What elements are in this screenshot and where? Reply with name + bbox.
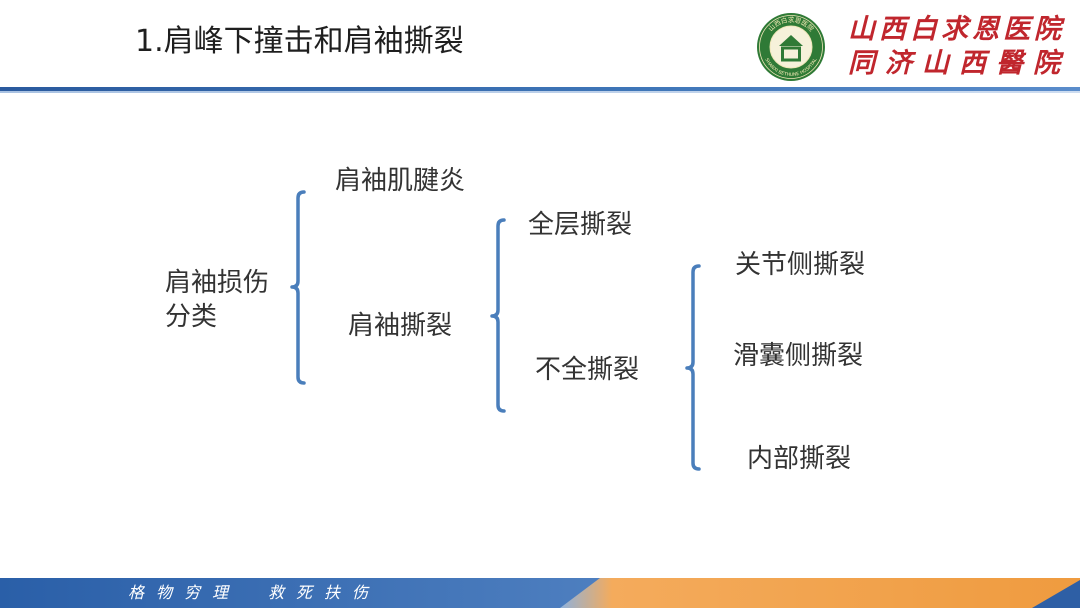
header-divider-shadow — [0, 91, 1080, 93]
footer-motto-2: 救死扶伤 — [268, 583, 381, 602]
bracket-level-3 — [685, 264, 701, 471]
seal-emblem-roof — [779, 35, 803, 46]
node-full-thickness-tear: 全层撕裂 — [528, 210, 633, 240]
hospital-seal-logo: 山西白求恩医院 SHANXI BETHUNE HOSPITAL — [757, 13, 825, 81]
header-divider — [0, 87, 1080, 91]
node-articular-side-tear: 关节侧撕裂 — [735, 250, 866, 280]
hospital-name-line-1: 山西白求恩医院 — [848, 14, 1065, 45]
node-intratendinous-tear: 内部撕裂 — [747, 444, 852, 474]
node-rotator-cuff-tear: 肩袖撕裂 — [348, 311, 453, 341]
bracket-level-2 — [490, 218, 506, 413]
tree-root-node: 肩袖损伤 分类 — [165, 266, 269, 334]
hospital-name-line-2: 同济山西醫院 — [848, 48, 1070, 79]
footer-bar — [0, 578, 1080, 608]
node-tendinitis: 肩袖肌腱炎 — [335, 166, 466, 196]
bracket-level-1 — [290, 190, 306, 385]
seal-emblem-base — [781, 46, 801, 62]
node-bursal-side-tear: 滑囊侧撕裂 — [733, 341, 864, 371]
footer-motto-1: 格物穷理 — [128, 583, 241, 602]
tree-root-line-2: 分类 — [165, 302, 218, 332]
node-partial-thickness-tear: 不全撕裂 — [535, 355, 640, 385]
tree-root-line-1: 肩袖损伤 — [165, 268, 270, 298]
slide-title: 1.肩峰下撞击和肩袖撕裂 — [135, 24, 464, 59]
